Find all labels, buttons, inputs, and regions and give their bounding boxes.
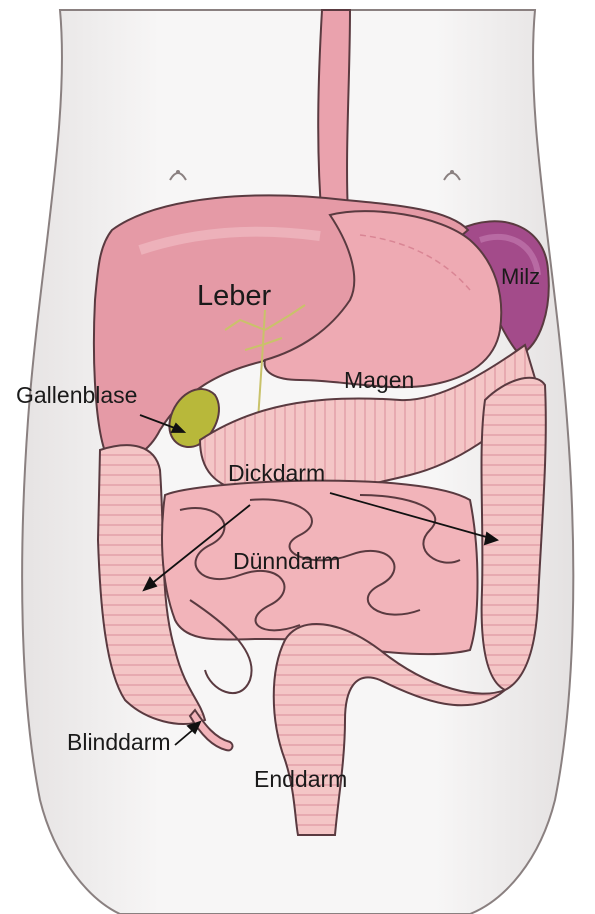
- gallbladder-label: Gallenblase: [16, 384, 137, 407]
- appendix-label: Blinddarm: [67, 731, 171, 754]
- stomach-label: Magen: [344, 369, 414, 392]
- esophagus: [318, 10, 350, 222]
- liver-label: Leber: [197, 282, 271, 311]
- large-intestine-label: Dickdarm: [228, 462, 325, 485]
- rectum-label: Enddarm: [254, 768, 347, 791]
- small-intestine-label: Dünndarm: [233, 550, 340, 573]
- spleen-label: Milz: [501, 266, 540, 288]
